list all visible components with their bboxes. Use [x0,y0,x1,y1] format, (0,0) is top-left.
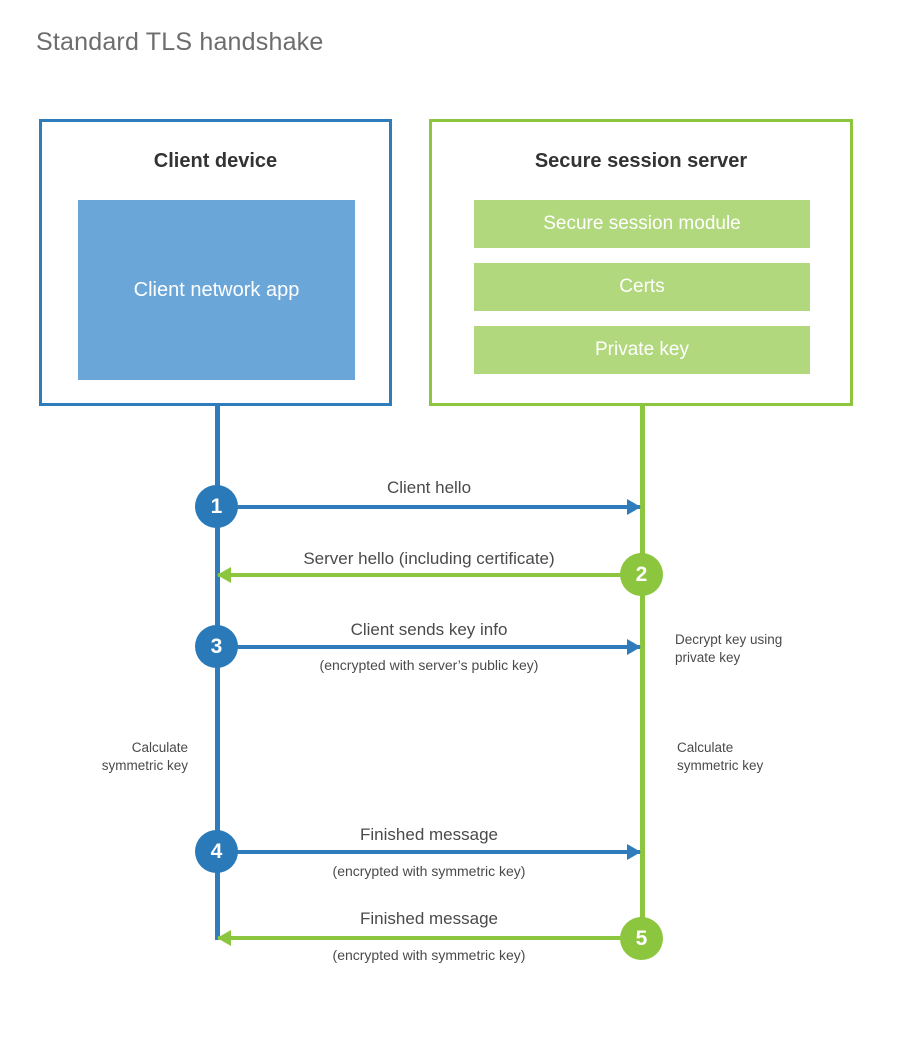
step-1-marker: 1 [195,485,238,528]
step-1-label: Client hello [386,478,472,497]
step-1-arrow-head [627,499,641,515]
server-module-certs: Certs [474,263,810,311]
step-3-sublabel: (encrypted with server’s public key) [319,657,539,673]
step-2-arrow-shaft [218,573,640,577]
step-5-arrow-shaft [218,936,640,940]
step-3-arrow-shaft [218,645,640,649]
secure-session-server-box: Secure session server Secure session mod… [429,119,853,406]
step-2-marker: 2 [620,553,663,596]
step-2-arrow-head [217,567,231,583]
step-1-arrow [218,499,641,515]
step-3-arrow [218,639,641,655]
step-5-marker: 5 [620,917,663,960]
step-5-sublabel: (encrypted with symmetric key) [332,947,526,963]
secure-session-server-title: Secure session server [534,150,748,172]
step-2-label: Server hello (including certificate) [303,549,555,568]
step-3-arrow-head [627,639,641,655]
step-4-label: Finished message [360,825,498,844]
server-decrypt-note: Decrypt key using private key [675,632,783,665]
client-device-box: Client device Client network app [39,119,392,406]
step-3-label: Client sends key info [350,620,508,639]
step-4-arrow-head [627,844,641,860]
step-2-arrow [217,567,640,583]
step-3-marker: 3 [195,625,238,668]
server-lifeline [640,403,645,938]
client-calculate-symmetric-key-note: Calculate symmetric key [101,740,188,773]
step-5-arrow-head [217,930,231,946]
server-module-secure-session-module: Secure session module [474,200,810,248]
step-4-arrow-shaft [218,850,640,854]
step-5-arrow [217,930,640,946]
server-calculate-symmetric-key-note: Calculate symmetric key [677,740,764,773]
server-module-private-key: Private key [474,326,810,374]
step-4-marker: 4 [195,830,238,873]
client-lifeline [215,403,220,940]
step-5-label: Finished message [360,909,498,928]
client-network-app-block: Client network app [78,200,355,380]
step-4-arrow [218,844,641,860]
step-4-sublabel: (encrypted with symmetric key) [332,863,526,879]
step-1-arrow-shaft [218,505,640,509]
client-device-title: Client device [153,150,278,172]
page-title: Standard TLS handshake [36,28,324,56]
